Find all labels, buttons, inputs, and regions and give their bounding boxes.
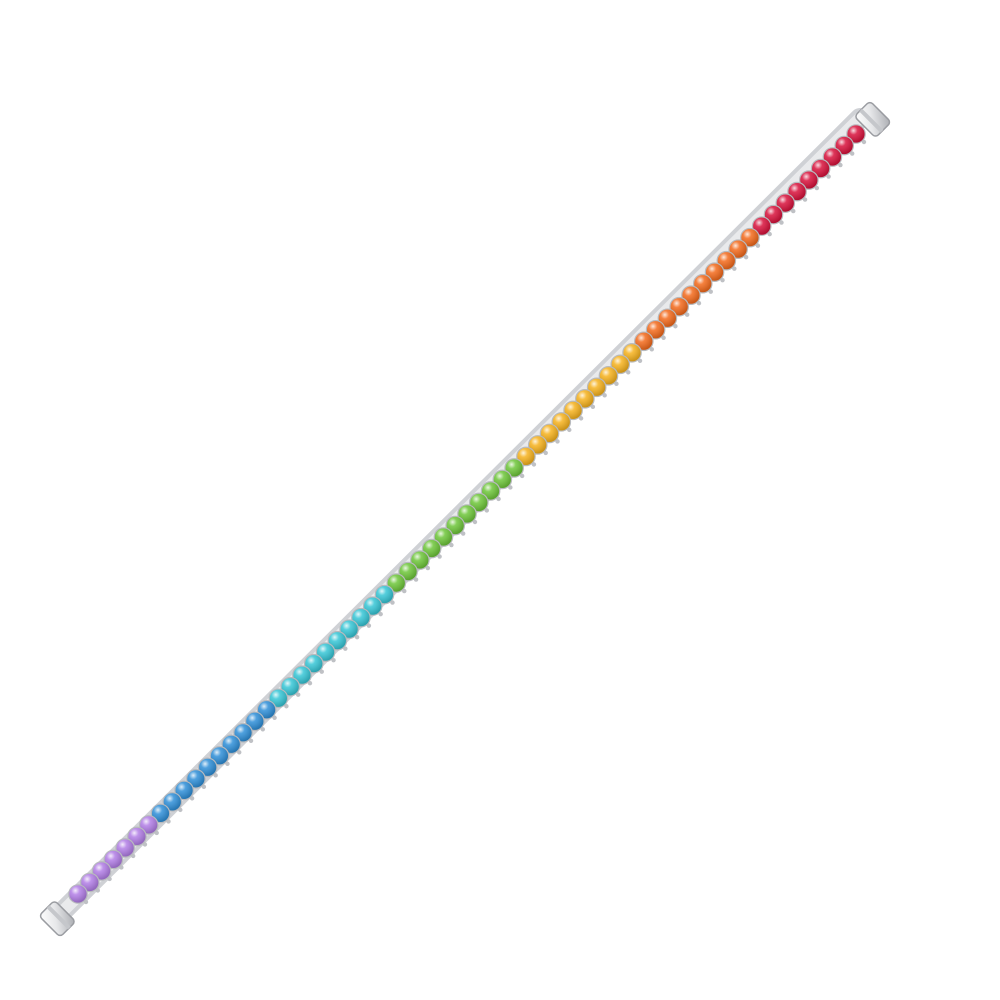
- gemstone-facet-highlight: [588, 378, 606, 396]
- gemstone-facet-highlight: [835, 136, 853, 155]
- gemstone-facet-highlight: [140, 816, 158, 834]
- gemstone-facet-highlight: [434, 528, 453, 546]
- gemstone-facet-highlight: [741, 229, 759, 247]
- gemstone-facet-highlight: [210, 747, 229, 765]
- gemstone-facet-highlight: [411, 551, 429, 569]
- gemstone-facet-highlight: [847, 125, 865, 143]
- gemstone-facet-highlight: [375, 586, 394, 604]
- gemstone-facet-highlight: [800, 171, 818, 189]
- gemstone-facet-highlight: [694, 275, 712, 293]
- gemstone-facet-highlight: [387, 574, 405, 592]
- gemstone-facet-highlight: [599, 367, 618, 385]
- gemstone-facet-highlight: [670, 298, 688, 316]
- gemstone-facet-highlight: [175, 781, 193, 799]
- gemstone-facet-highlight: [470, 493, 488, 512]
- gemstone-facet-highlight: [540, 424, 559, 442]
- gemstone-facet-highlight: [92, 862, 111, 880]
- gemstone-facet-highlight: [305, 655, 323, 673]
- gemstone-facet-highlight: [81, 873, 99, 892]
- gemstone-facet-highlight: [529, 436, 547, 454]
- gemstone-facet-highlight: [717, 252, 735, 270]
- gemstone-facet-highlight: [611, 355, 629, 373]
- gemstone-facet-highlight: [116, 839, 134, 857]
- gemstone-facet-highlight: [69, 885, 87, 903]
- gemstone-facet-highlight: [552, 413, 570, 431]
- gemstone-facet-highlight: [399, 562, 417, 581]
- gemstone-facet-highlight: [623, 344, 641, 362]
- clasp-bottom-left: [39, 901, 75, 937]
- gemstone-facet-highlight: [364, 597, 382, 615]
- gemstone-facet-highlight: [352, 609, 370, 627]
- gemstone-facet-highlight: [423, 539, 441, 558]
- gemstone-facet-highlight: [316, 643, 335, 661]
- gemstone-facet-highlight: [481, 482, 500, 500]
- gemstone-facet-highlight: [458, 505, 476, 523]
- gemstone-facet-highlight: [647, 321, 665, 339]
- gemstone-row: [68, 124, 867, 905]
- gemstone-facet-highlight: [658, 309, 676, 327]
- gemstone-facet-highlight: [293, 666, 311, 684]
- gemstone-facet-highlight: [340, 620, 358, 638]
- gemstone-facet-highlight: [269, 689, 287, 707]
- gemstone-facet-highlight: [776, 194, 794, 212]
- gemstone-facet-highlight: [788, 182, 806, 201]
- gemstone-facet-highlight: [128, 827, 146, 846]
- gemstone-facet-highlight: [729, 240, 747, 258]
- gemstone-facet-highlight: [764, 206, 783, 224]
- gemstone-facet-highlight: [281, 678, 299, 696]
- gemstone-facet-highlight: [505, 459, 523, 477]
- gemstone-facet-highlight: [753, 217, 771, 235]
- gemstone-facet-highlight: [222, 735, 240, 753]
- gemstone-facet-highlight: [151, 804, 170, 822]
- gemstone-facet-highlight: [493, 470, 511, 489]
- gemstone-facet-highlight: [564, 401, 582, 419]
- gemstone-facet-highlight: [199, 758, 217, 776]
- gemstone-facet-highlight: [246, 712, 264, 730]
- gemstone-facet-highlight: [187, 770, 205, 788]
- gemstone-facet-highlight: [234, 724, 252, 742]
- gemstone-facet-highlight: [163, 793, 181, 811]
- gemstone-facet-highlight: [328, 632, 346, 650]
- gemstone-facet-highlight: [104, 850, 122, 869]
- gemstone-facet-highlight: [823, 148, 842, 166]
- gemstone-facet-highlight: [258, 701, 276, 719]
- gemstone-facet-highlight: [812, 159, 830, 178]
- gemstone-facet-highlight: [517, 447, 535, 466]
- gemstone-facet-highlight: [576, 390, 594, 408]
- gemstone-facet-highlight: [446, 516, 464, 535]
- clasp-top-right: [855, 101, 891, 137]
- gemstone-facet-highlight: [682, 286, 700, 304]
- gemstone-facet-highlight: [635, 332, 653, 350]
- gemstone-facet-highlight: [705, 263, 724, 281]
